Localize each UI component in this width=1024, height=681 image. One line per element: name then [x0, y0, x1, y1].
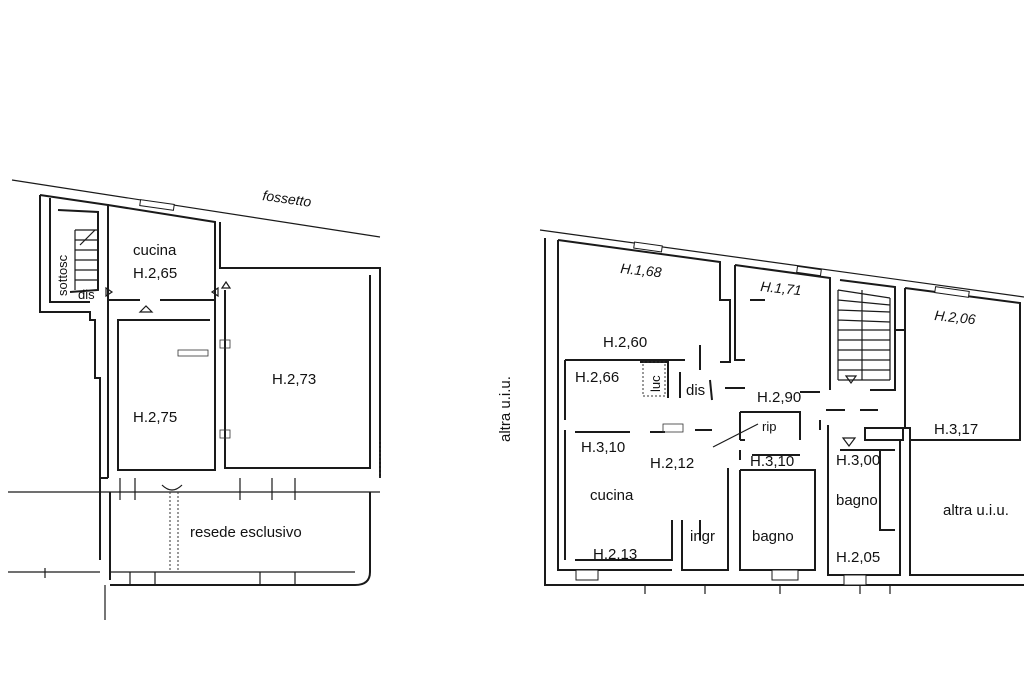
cucina-height-left: H.2,65: [133, 265, 177, 282]
right-corridor-bits: [695, 345, 904, 441]
right-top-wall-3: [839, 279, 896, 391]
left-step-marker-2: [219, 339, 231, 349]
altra-uiu-right-label: altra u.i.u.: [943, 502, 1009, 519]
height-310a-label: H.3,10: [581, 439, 625, 456]
right-right-wing: [909, 440, 1024, 576]
right-window-5: [771, 569, 799, 581]
height-206-label: H.2,06: [934, 307, 977, 327]
altra-uiu-left-label: altra u.i.u.: [497, 376, 514, 442]
left-step-marker-3: [219, 429, 231, 439]
right-room-divider-1: [564, 359, 685, 560]
resede-label: resede esclusivo: [190, 524, 302, 541]
right-rip-walls: [739, 411, 801, 460]
right-ingr-walls: [681, 468, 729, 571]
door-arrow-2: [105, 286, 114, 298]
right-step-marker: [662, 423, 684, 433]
height-213-label: H.2,13: [593, 546, 637, 563]
right-bagno-walls: [739, 454, 816, 571]
height-317-label: H.3,17: [934, 421, 978, 438]
right-stairs: [837, 289, 891, 381]
right-doors-bottom: [644, 585, 891, 594]
cucina-label-left: cucina: [133, 242, 177, 259]
resede-wall-left: [99, 478, 111, 580]
height-168-label: H.1,68: [620, 260, 663, 280]
luc-label: luc: [648, 375, 663, 392]
left-step-marker-1: [177, 349, 209, 357]
left-inner-wall-a: [224, 275, 371, 469]
right-window-1: [633, 241, 663, 253]
room-height-273: H.2,73: [272, 371, 316, 388]
height-171-label: H.1,71: [760, 278, 803, 298]
height-212-label: H.2,12: [650, 455, 694, 472]
sottoscala-label: sottosc: [55, 254, 70, 296]
right-outer-wall-inner-left: [557, 240, 672, 571]
right-window-2: [796, 265, 822, 277]
resede-posts: [44, 478, 296, 585]
resede-wall-right: [110, 492, 371, 586]
height-266-label: H.2,66: [575, 369, 619, 386]
right-luc-box: [640, 361, 681, 398]
rip-label: rip: [762, 419, 776, 434]
bagno-label-1: bagno: [752, 528, 794, 545]
left-window-kitchen: [139, 199, 175, 211]
rip-leader: [712, 423, 759, 448]
ingr-label: ingr: [690, 528, 715, 545]
door-arrow-3: [220, 280, 232, 289]
right-window-3: [934, 286, 970, 298]
right-window-4: [575, 569, 599, 581]
left-stairs: [74, 229, 98, 290]
left-outer-wall-inner: [49, 198, 90, 303]
right-small-walls: [750, 299, 905, 331]
left-top-wall-3: [219, 222, 381, 478]
right-door-arrow: [841, 437, 857, 447]
resede-gate: [161, 484, 183, 491]
right-cucina-walls: [575, 431, 673, 561]
resede-dotted-path: [169, 492, 179, 570]
height-205-label: H.2,05: [836, 549, 880, 566]
dis-label-right: dis: [686, 382, 705, 399]
right-plan: H.1,68 H.1,71 H.2,06 H.2,60 H.2,66 luc d…: [497, 229, 1024, 594]
height-300-label: H.3,00: [836, 452, 880, 469]
left-top-wall-2: [107, 204, 216, 300]
left-stair-arrow: [79, 229, 96, 246]
stair-arrow: [844, 375, 858, 385]
right-top-wall: [557, 239, 731, 363]
height-310b-label: H.3,10: [750, 453, 794, 470]
left-inner-wall-b: [117, 290, 216, 471]
door-arrow-1: [138, 305, 154, 313]
left-sottoscala: [57, 209, 99, 293]
bagno-label-2: bagno: [836, 492, 878, 509]
left-outer-wall: [39, 195, 108, 479]
dis-label-left: dis: [78, 287, 95, 302]
right-top-wall-2: [734, 264, 831, 390]
street-name-label: fossetto: [262, 187, 313, 210]
door-arrow-4: [210, 286, 219, 298]
street-boundary: [11, 179, 381, 238]
left-plan: fossetto sottosc dis cucina H.2,65 H.2,7…: [8, 179, 381, 620]
height-260-label: H.2,60: [603, 334, 647, 351]
height-290-label: H.2,90: [757, 389, 801, 406]
cucina-label-right: cucina: [590, 487, 634, 504]
room-height-275: H.2,75: [133, 409, 177, 426]
right-window-6: [843, 574, 867, 586]
right-top-boundary: [539, 229, 1024, 298]
